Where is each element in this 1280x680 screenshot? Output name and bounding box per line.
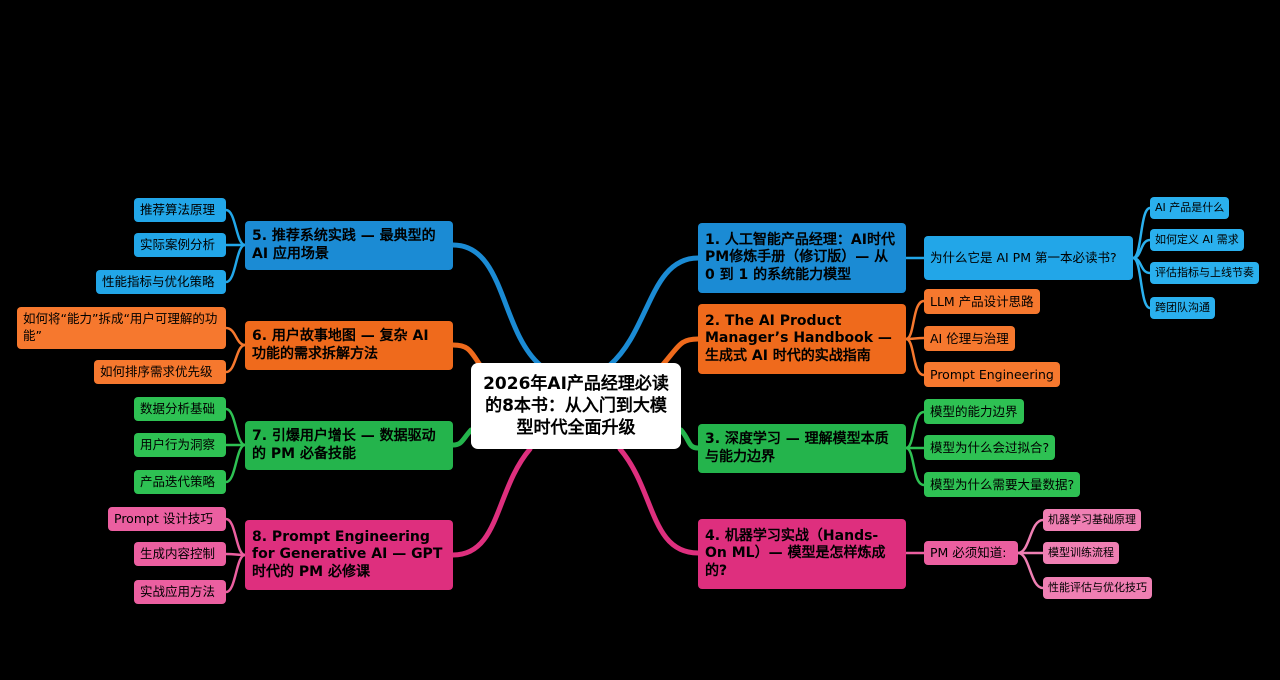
branch-8-title[interactable]: 8. Prompt Engineering for Generative AI …	[245, 520, 453, 590]
branch-1-leaf-3[interactable]: 评估指标与上线节奏	[1150, 262, 1259, 284]
branch-6-leaf-2[interactable]: 如何排序需求优先级	[94, 360, 226, 384]
branch-4-title[interactable]: 4. 机器学习实战（Hands-On ML）— 模型是怎样炼成的?	[698, 519, 906, 589]
branch-4-leaf-3[interactable]: 性能评估与优化技巧	[1043, 577, 1152, 599]
connector-root-branch-2	[657, 336, 701, 371]
branch-4-leaf-2[interactable]: 模型训练流程	[1043, 542, 1119, 564]
branch-1-leaf-1[interactable]: AI 产品是什么	[1150, 197, 1230, 219]
connector-root-branch-8	[450, 446, 533, 558]
branch-5-title[interactable]: 5. 推荐系统实践 — 最典型的 AI 应用场景	[245, 221, 453, 270]
branch-2-title[interactable]: 2. The AI Product Manager’s Handbook — 生…	[698, 304, 906, 374]
branch-7-leaf-2[interactable]: 用户行为洞察	[134, 433, 226, 457]
branch-2-leaf-1[interactable]: LLM 产品设计思路	[924, 289, 1040, 314]
branch-3-title[interactable]: 3. 深度学习 — 理解模型本质与能力边界	[698, 424, 906, 473]
branch-6-leaf-1[interactable]: 如何将“能力”拆成“用户可理解的功能”	[17, 307, 226, 349]
branch-2-leaf-3[interactable]: Prompt Engineering	[924, 362, 1060, 387]
connector-root-branch-4	[617, 446, 701, 556]
branch-3-leaf-1[interactable]: 模型的能力边界	[924, 399, 1024, 424]
branch-2-leaf-2[interactable]: AI 伦理与治理	[924, 326, 1015, 351]
connector-root-branch-7	[450, 427, 474, 448]
branch-5-leaf-2[interactable]: 实际案例分析	[134, 233, 226, 257]
branch-1-subtopic[interactable]: 为什么它是 AI PM 第一本必读书?	[924, 236, 1133, 280]
central-topic[interactable]: 2026年AI产品经理必读的8本书：从入门到大模型时代全面升级	[471, 363, 681, 449]
branch-7-title[interactable]: 7. 引爆用户增长 — 数据驱动的 PM 必备技能	[245, 421, 453, 470]
branch-6-title[interactable]: 6. 用户故事地图 — 复杂 AI 功能的需求拆解方法	[245, 321, 453, 370]
branch-3-leaf-3[interactable]: 模型为什么需要大量数据?	[924, 472, 1081, 497]
connector-root-branch-1	[607, 255, 701, 368]
branch-4-subtopic[interactable]: PM 必须知道:	[924, 541, 1018, 565]
connector-root-branch-6	[450, 342, 483, 368]
branch-8-leaf-3[interactable]: 实战应用方法	[134, 580, 226, 604]
branch-5-leaf-3[interactable]: 性能指标与优化策略	[96, 270, 226, 294]
branch-5-leaf-1[interactable]: 推荐算法原理	[134, 198, 226, 222]
branch-1-title[interactable]: 1. 人工智能产品经理：AI时代PM修炼手册（修订版）— 从 0 到 1 的系统…	[698, 223, 906, 293]
branch-1-leaf-4[interactable]: 跨团队沟通	[1150, 297, 1215, 319]
branch-7-leaf-3[interactable]: 产品迭代策略	[134, 470, 226, 494]
branch-7-leaf-1[interactable]: 数据分析基础	[134, 397, 226, 421]
branch-8-leaf-1[interactable]: Prompt 设计技巧	[108, 507, 226, 531]
connector-root-branch-5	[450, 242, 543, 368]
branch-8-leaf-2[interactable]: 生成内容控制	[134, 542, 226, 566]
connector-root-branch-3	[678, 427, 701, 451]
branch-1-leaf-2[interactable]: 如何定义 AI 需求	[1150, 229, 1244, 251]
branch-3-leaf-2[interactable]: 模型为什么会过拟合?	[924, 435, 1056, 460]
branch-4-leaf-1[interactable]: 机器学习基础原理	[1043, 509, 1141, 531]
